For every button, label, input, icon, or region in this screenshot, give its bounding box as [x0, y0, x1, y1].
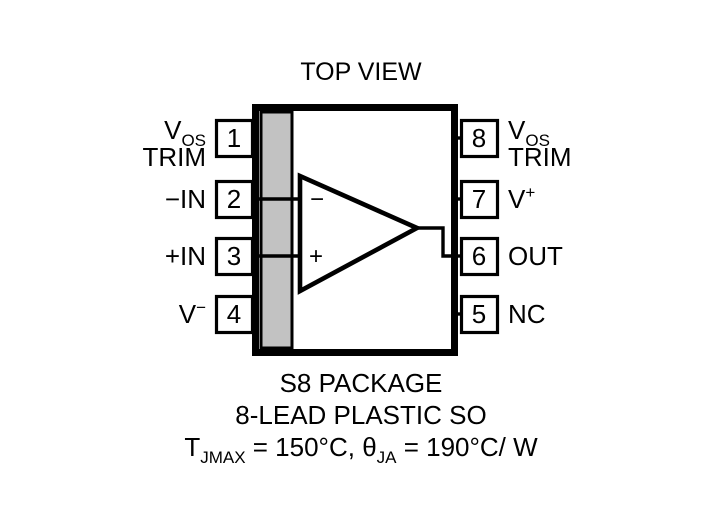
- pin-box-6-number: 6: [472, 241, 486, 271]
- pin-box-4[interactable]: 4: [214, 294, 255, 335]
- pin-box-6-rect[interactable]: [459, 236, 500, 277]
- pin-label-1: VOS TRIM: [142, 115, 206, 172]
- pin-box-8-number: 8: [472, 123, 486, 153]
- caption-thermal-spec: TJMAX = 150°C, θJA = 190°C/ W: [184, 432, 538, 467]
- pin-box-4-number: 4: [227, 299, 241, 329]
- pin-box-5[interactable]: 5: [459, 294, 500, 335]
- pin-label-3: +IN: [165, 241, 206, 271]
- pin-box-4-rect[interactable]: [214, 294, 255, 335]
- caption-theta-subscript: JA: [377, 448, 398, 467]
- pin-box-1-number: 1: [227, 123, 241, 153]
- pin-label-8-main: V: [508, 115, 526, 145]
- internal-wires: [259, 197, 456, 258]
- pin-label-4-main: V: [179, 299, 197, 329]
- pin-box-7-rect[interactable]: [459, 179, 500, 220]
- pin-label-8-line2: TRIM: [508, 142, 572, 172]
- pin-label-7-main: V: [508, 184, 526, 214]
- pin-label-8-subscript: OS: [525, 131, 550, 150]
- caption-theta-symbol: θ: [362, 432, 376, 462]
- noninverting-input-sign: +: [309, 243, 323, 270]
- caption-tjmax-value: = 150°C,: [246, 432, 363, 462]
- pin-box-2-rect[interactable]: [214, 179, 255, 220]
- svg-text:VOS: VOS: [508, 115, 550, 150]
- pin-box-3-rect[interactable]: [214, 236, 255, 277]
- pin-box-8[interactable]: 8: [459, 118, 500, 159]
- pin-box-2[interactable]: 2: [214, 179, 255, 220]
- pin-label-7: V+: [508, 183, 535, 214]
- pin-label-1-main: V: [164, 115, 182, 145]
- pin-box-5-rect[interactable]: [459, 294, 500, 335]
- pin-label-2: −IN: [165, 184, 206, 214]
- pin-label-7-superscript: +: [525, 183, 535, 202]
- pin-box-7[interactable]: 7: [459, 179, 500, 220]
- pin-label-1-line2: TRIM: [142, 142, 206, 172]
- svg-text:VOS: VOS: [164, 115, 206, 150]
- pin-box-6[interactable]: 6: [459, 236, 500, 277]
- inverting-input-sign: −: [310, 186, 324, 213]
- pin-box-7-number: 7: [472, 184, 486, 214]
- amplifier-triangle: [297, 172, 423, 295]
- pin-label-8: VOS TRIM: [508, 115, 572, 172]
- pin-box-1-rect[interactable]: [214, 118, 255, 159]
- pin-label-5: NC: [508, 299, 546, 329]
- caption-package-type: 8-LEAD PLASTIC SO: [235, 400, 486, 430]
- caption-tjmax-subscript: JMAX: [200, 448, 245, 467]
- wire-output: [415, 226, 456, 258]
- pin-box-3[interactable]: 3: [214, 236, 255, 277]
- pin-label-4-superscript: −: [196, 298, 206, 317]
- pin-box-3-number: 3: [227, 241, 241, 271]
- caption-package-name: S8 PACKAGE: [280, 368, 443, 398]
- pin-label-6: OUT: [508, 241, 563, 271]
- pin-1-notch-band: [259, 110, 294, 350]
- caption-theta-value: = 190°C/ W: [397, 432, 539, 462]
- pin-box-2-number: 2: [227, 184, 241, 214]
- pin-box-8-rect[interactable]: [459, 118, 500, 159]
- pin-label-1-subscript: OS: [181, 131, 206, 150]
- top-view-title: TOP VIEW: [300, 58, 422, 86]
- pin-label-4: V−: [179, 298, 206, 329]
- caption-tjmax-symbol: T: [184, 432, 200, 462]
- pin-box-1[interactable]: 1: [214, 118, 255, 159]
- pin-box-5-number: 5: [472, 299, 486, 329]
